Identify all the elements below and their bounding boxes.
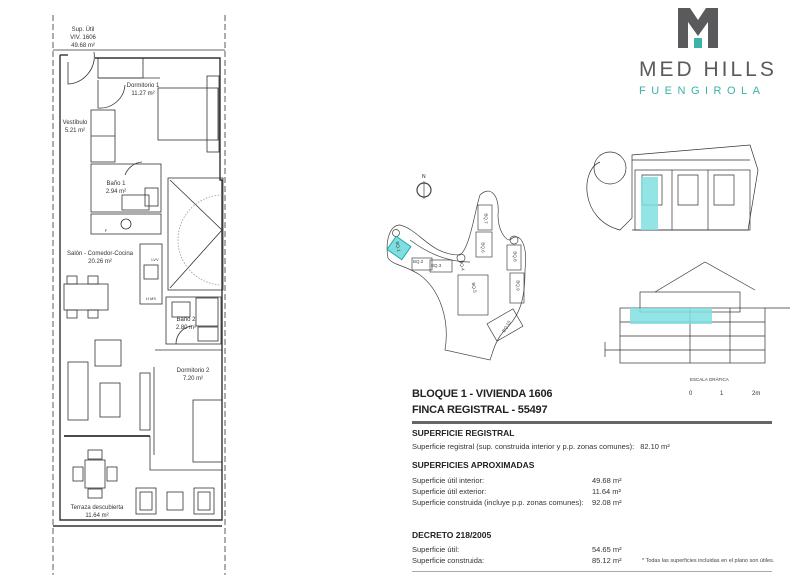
brand-name: MED HILLS [639,58,777,81]
row-value: 54.65 m² [592,545,622,554]
registral-row: Superficie registral (sup. construida in… [412,442,670,451]
footnote: * Todas las superficies incluidas en el … [642,558,775,564]
scale-tick: 1 [720,391,724,397]
scale-label: ESCALA GRÁFICA [690,377,729,382]
floor-plan-drawing [52,15,226,575]
scale-tick: 2m [752,391,761,397]
row-value: 49.68 m² [592,476,622,485]
block-label: BQ.3 [431,263,442,268]
block-label: BQ.9 [515,280,521,291]
row-label: Superficie útil: [412,545,460,554]
room-area: 20.26 m² [88,259,112,265]
row-value: 11.64 m² [592,487,622,496]
dishwasher-label: LVV [151,257,159,262]
room-area: 2.94 m² [105,189,127,195]
room-area: 7.20 m² [182,376,204,382]
room-name: Baño 1 [106,181,126,187]
summary-area: 49.68 m² [71,43,95,49]
row-value: 85.12 m² [592,556,622,565]
room-area: 11.64 m² [85,513,109,519]
building-plan-and-section [586,144,790,364]
block-label: BQ.2 [413,259,424,264]
highlighted-block [386,235,412,261]
room-terraza: Terraza descubierta 11.64 m² [71,504,124,520]
room-salon: Salón - Comedor-Cocina 20.26 m² [67,250,133,266]
registral-value: 82.10 m² [640,442,670,451]
room-name: Vestíbulo [62,120,88,126]
registral-label: Superficie registral (sup. construida in… [412,442,635,451]
highlighted-unit-plan [641,177,658,230]
summary-unit: VIV. 1606 [70,35,96,41]
highlighted-unit-section [630,308,712,324]
room-name: Terraza descubierta [70,505,124,511]
med-hills-logo-mark [678,8,718,48]
room-dormitorio-1: Dormitorio 1 11.27 m² [127,82,160,98]
room-dormitorio-2: Dormitorio 2 7.20 m² [177,367,210,383]
room-name: Baño 2 [176,317,196,323]
oven-label: H MS [146,296,156,301]
room-area: 11.27 m² [131,91,155,97]
room-vestibulo: Vestíbulo 5.21 m² [63,119,88,135]
north-label: N [422,174,426,180]
room-bano-1: Baño 1 2.94 m² [106,180,126,196]
unit-title: BLOQUE 1 - VIVIENDA 1606 [412,388,553,400]
block-label: BQ.7 [483,213,489,224]
fridge-label: F [104,228,108,233]
scale-tick: 0 [689,391,693,397]
decreto-heading: DECRETO 218/2005 [412,530,492,540]
finca-title: FINCA REGISTRAL - 55497 [412,404,548,416]
row-label: Superficie construida (incluye p.p. zona… [412,498,584,507]
room-name: Salón - Comedor-Cocina [66,251,134,257]
room-bano-2: Baño 2 2.80 m² [176,316,196,332]
room-name: Dormitorio 2 [176,368,210,374]
room-area: 5.21 m² [64,128,86,134]
row-label: Superficie construida: [412,556,485,565]
row-label: Superficie útil exterior: [412,487,487,496]
site-map [386,181,526,361]
block-label: BQ.6 [480,242,486,253]
room-name: Dormitorio 1 [126,83,160,89]
row-label: Superficie útil interior: [412,476,485,485]
brand-subtitle: FUENGIROLA [639,85,766,97]
registral-heading: SUPERFICIE REGISTRAL [412,428,515,438]
aproximadas-table: Superficie útil interior: 49.68 m² Super… [412,476,622,507]
decreto-table: Superficie útil: 54.65 m² Superficie con… [412,545,622,565]
row-value: 92.08 m² [592,498,622,507]
bottom-divider [412,571,772,572]
aproximadas-heading: SUPERFICIES APROXIMADAS [412,460,535,470]
title-divider [412,421,772,424]
unit-summary: Sup. Útil VIV. 1606 49.68 m² [70,26,96,50]
summary-label: Sup. Útil [71,27,95,33]
room-area: 2.80 m² [175,325,197,331]
block-label: BQ.8 [512,251,518,262]
